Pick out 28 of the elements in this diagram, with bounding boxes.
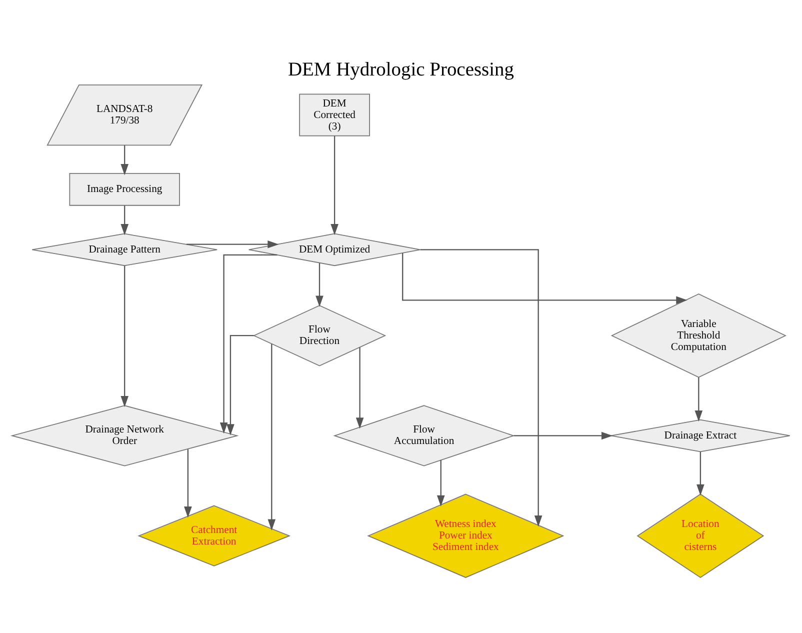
arrow [220,254,278,434]
arrow [420,248,542,526]
arrow [120,205,129,235]
arrow [268,343,276,530]
node-diamond: Drainage Network Order [10,404,239,466]
node-diamond: DEM Optimized [248,232,421,266]
node-box: Image Processing [69,172,180,206]
node-diamond: Drainage Pattern [32,232,218,266]
arrow [402,252,688,304]
arrow [226,334,254,435]
node-box: DEM Corrected (3) [299,93,370,136]
arrow [696,451,704,496]
node-diamond: Location of cisterns [636,493,764,578]
arrow [120,265,129,407]
arrow [184,448,192,518]
node-diamond: Flow Direction [252,304,386,366]
diagram-title: DEM Hydrologic Processing [288,59,514,80]
arrow [330,136,338,235]
node-diamond: Drainage Extract [610,418,790,452]
arrow [186,240,279,248]
arrow [316,262,324,306]
arrow [694,376,703,422]
node-diamond: Flow Accumulation [333,404,515,466]
node-diamond: Variable Threshold Computation [610,292,787,378]
arrow [356,346,364,428]
arrow [514,431,613,440]
arrow [120,144,129,175]
arrow [436,460,445,506]
